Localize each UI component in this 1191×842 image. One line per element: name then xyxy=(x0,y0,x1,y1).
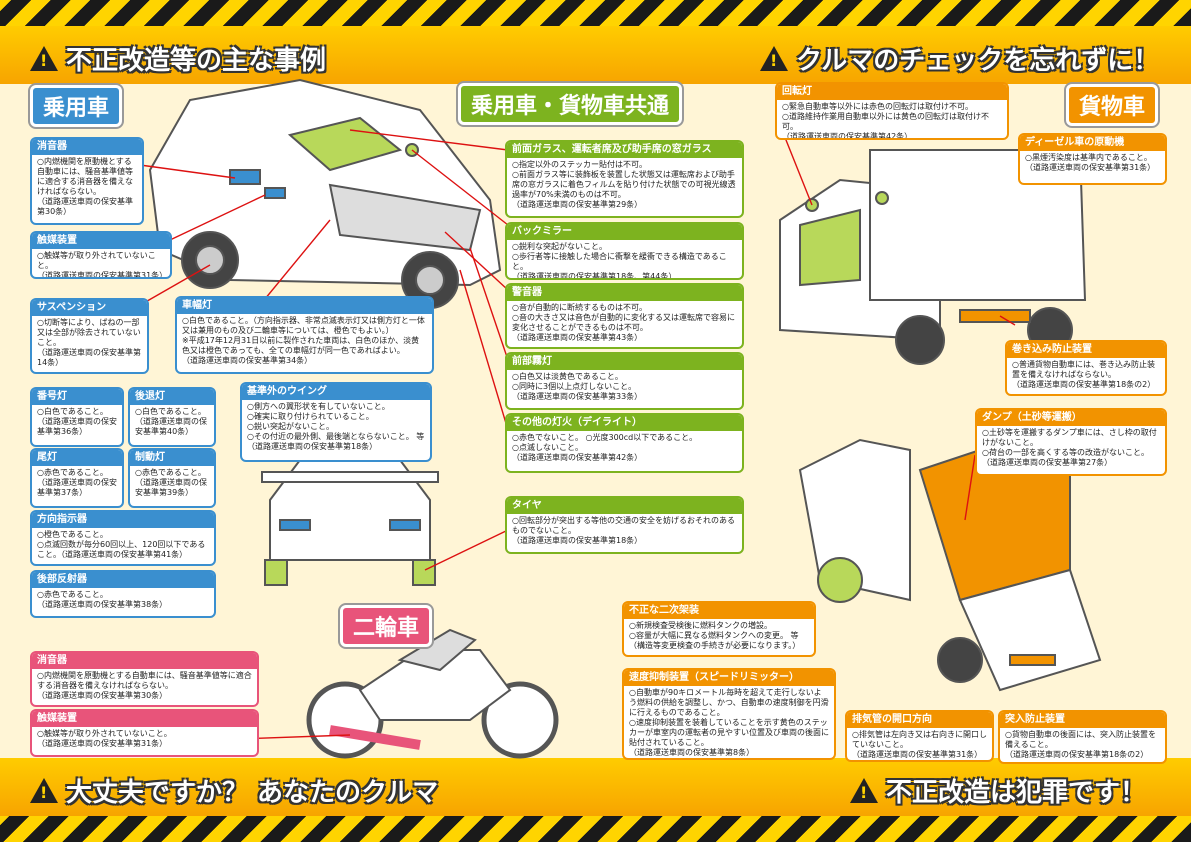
title-top-right: クルマのチェックを忘れずに！ xyxy=(760,40,1159,77)
info-suspension: サスペンション○切断等により、ばねの一部又は全部が除去されていないこと。 （道路… xyxy=(30,298,149,374)
info-moto-catalyst: 触媒装置○触媒等が取り外されていないこと。 （道路運送車両の保安基準第31条） xyxy=(30,709,259,757)
info-secondary-mount: 不正な二次架装○新規検査受検後に燃料タンクの増設。 ○容量が大幅に異なる燃料タン… xyxy=(622,601,816,657)
tag-passenger: 乗用車 xyxy=(30,85,123,127)
info-license-lamp: 番号灯○白色であること。 （道路運送車両の保安基準第36条） xyxy=(30,387,124,447)
info-rotating-lamp: 回転灯○緊急自動車等以外には赤色の回転灯は取付け不可。 ○道路維持作業用自動車以… xyxy=(775,82,1009,140)
info-fog-lamp: 前部霧灯○白色又は淡黄色であること。 ○同時に3個以上点灯しないこと。 （道路運… xyxy=(505,352,744,410)
info-side-lamp: 車幅灯○白色であること。（方向指示器、非常点滅表示灯又は側方灯と一体又は兼用のも… xyxy=(175,296,434,374)
info-catalyst: 触媒装置○触媒等が取り外されていないこと。 （道路運送車両の保安基準第31条） xyxy=(30,231,172,279)
box-truck-illustration xyxy=(779,149,1087,365)
info-daylight: その他の灯火（デイライト）○赤色でないこと。 ○光度300cd以下であること。 … xyxy=(505,413,744,473)
title-bottom-left: 大丈夫ですか？ あなたのクルマ xyxy=(30,772,438,809)
info-rear-reflector: 後部反射器○赤色であること。 （道路運送車両の保安基準第38条） xyxy=(30,570,216,618)
info-window-glass: 前面ガラス、運転者席及び助手席の窓ガラス○指定以外のステッカー貼付は不可。 ○前… xyxy=(505,140,744,218)
warning-icon xyxy=(30,778,58,803)
warning-icon xyxy=(760,46,788,71)
top-hazard-stripe xyxy=(0,0,1191,28)
info-turn-signal: 方向指示器○橙色であること。 ○点滅回数が毎分60回以上、120回以下であること… xyxy=(30,510,216,566)
info-tire: タイヤ○回転部分が突出する等他の交通の安全を妨げるおそれのあるものでないこと。 … xyxy=(505,496,744,554)
motorcycle-illustration xyxy=(306,628,559,759)
info-dump: ダンプ（土砂等運搬）○土砂等を運搬するダンプ車には、さし枠の取付けがないこと。 … xyxy=(975,408,1167,476)
info-speed-limiter: 速度抑制装置（スピードリミッター）○自動車が90キロメートル毎時を超えて走行しな… xyxy=(622,668,836,760)
info-reverse-lamp: 後退灯○白色であること。 （道路運送車両の保安基準第40条） xyxy=(128,387,216,447)
warning-icon xyxy=(850,778,878,803)
info-brake-lamp: 制動灯○赤色であること。 （道路運送車両の保安基準第39条） xyxy=(128,448,216,508)
info-horn: 警音器○音が自動的に断続するものは不可。 ○音の大きさ又は音色が自動的に変化する… xyxy=(505,283,744,349)
bottom-hazard-stripe xyxy=(0,814,1191,842)
title-bottom-right: 不正改造は犯罪です！ xyxy=(850,772,1146,809)
info-underrun-guard: 突入防止装置○貨物自動車の後面には、突入防止装置を備えること。 （道路運送車両の… xyxy=(998,710,1167,764)
sedan-illustration xyxy=(148,78,502,309)
tag-common: 乗用車・貨物車共通 xyxy=(458,83,683,125)
bottom-banner xyxy=(0,758,1191,816)
info-muffler: 消音器○内燃機関を原動機とする自動車には、騒音基準値等に適合する消音器を備えなけ… xyxy=(30,137,144,225)
info-exhaust: 排気管の開口方向○排気管は左向き又は右向きに開口していないこと。 （道路運送車両… xyxy=(845,710,994,762)
info-wing: 基準外のウイング○側方への翼形状を有していないこと。 ○確実に取り付けられている… xyxy=(240,382,432,462)
info-tail-lamp: 尾灯○赤色であること。 （道路運送車両の保安基準第37条） xyxy=(30,448,124,508)
info-mirror: バックミラー○鋭利な突起がないこと。 ○歩行者等に接触した場合に衝撃を緩衝できる… xyxy=(505,222,744,280)
info-diesel-engine: ディーゼル車の原動機○黒煙汚染度は基準内であること。 （道路運送車両の保安基準第… xyxy=(1018,133,1167,185)
tag-truck: 貨物車 xyxy=(1066,84,1159,126)
title-top-left: 不正改造等の主な事例 xyxy=(30,40,326,77)
tag-motorcycle: 二輪車 xyxy=(340,605,433,647)
warning-icon xyxy=(30,46,58,71)
top-banner xyxy=(0,26,1191,84)
callout-lines xyxy=(134,124,1016,741)
info-side-guard: 巻き込み防止装置○普通貨物自動車には、巻き込み防止装置を備えなければならない。 … xyxy=(1005,340,1167,396)
info-moto-muffler: 消音器○内燃機関を原動機とする自動車には、騒音基準値等に適合する消音器を備えなけ… xyxy=(30,651,259,707)
rear-car-illustration xyxy=(261,459,439,586)
